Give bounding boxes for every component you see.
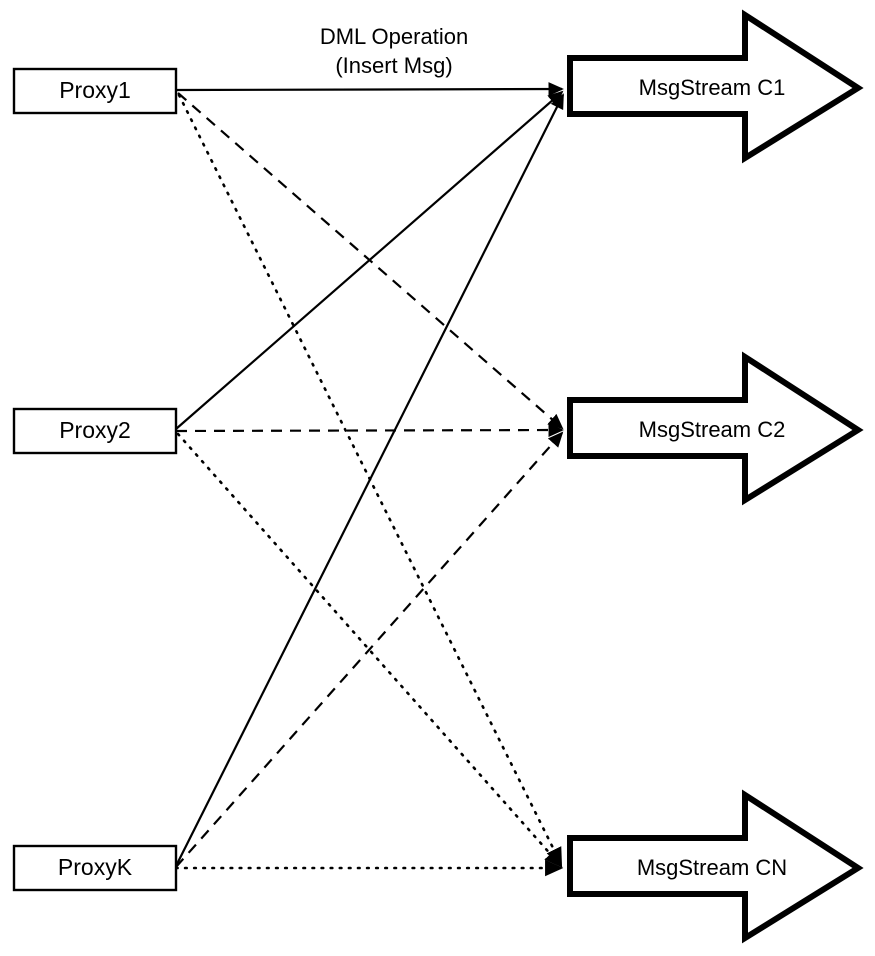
- edge-layer: [174, 82, 564, 877]
- msgstream-c1-label: MsgStream C1: [639, 75, 786, 100]
- caption-group: DML Operation (Insert Msg): [320, 24, 468, 78]
- proxy2-label: Proxy2: [59, 417, 131, 443]
- node-proxyk[interactable]: ProxyK: [12, 844, 178, 892]
- node-msgstream-c2[interactable]: MsgStream C2: [567, 351, 864, 506]
- msgstream-group: MsgStream C1 MsgStream C2 MsgStream CN: [567, 9, 864, 944]
- msgstream-c2-arrow-shape[interactable]: [567, 351, 864, 506]
- node-msgstream-c1[interactable]: MsgStream C1: [567, 9, 864, 164]
- msgstream-c2-label: MsgStream C2: [639, 417, 786, 442]
- edge-proxyk-to-stream-c1: [175, 93, 564, 867]
- dml-operation-caption-line1: DML Operation: [320, 24, 468, 49]
- edge-proxy1-to-stream-c1: [175, 82, 564, 96]
- msgstream-cn-label: MsgStream CN: [637, 855, 787, 880]
- msgstream-cn-arrow-shape[interactable]: [567, 789, 864, 944]
- msgstream-c1-arrow-shape[interactable]: [567, 9, 864, 164]
- node-proxy2[interactable]: Proxy2: [12, 407, 178, 455]
- proxy1-label: Proxy1: [59, 77, 131, 103]
- node-msgstream-cn[interactable]: MsgStream CN: [567, 789, 864, 944]
- edge-proxyk-to-stream-c2: [175, 431, 564, 868]
- edge-proxy2-to-stream-cn: [176, 432, 563, 868]
- proxy-node-group: Proxy1 Proxy2 ProxyK: [12, 67, 178, 892]
- proxyk-label: ProxyK: [58, 854, 133, 880]
- proxyk-box[interactable]: [12, 844, 178, 892]
- node-proxy1[interactable]: Proxy1: [12, 67, 178, 115]
- edge-proxy2-to-stream-c2: [175, 423, 564, 437]
- dml-operation-caption-line2: (Insert Msg): [335, 53, 452, 78]
- edge-proxy2-to-stream-c1: [175, 90, 564, 430]
- proxy2-box[interactable]: [12, 407, 178, 455]
- proxy1-box[interactable]: [12, 67, 178, 115]
